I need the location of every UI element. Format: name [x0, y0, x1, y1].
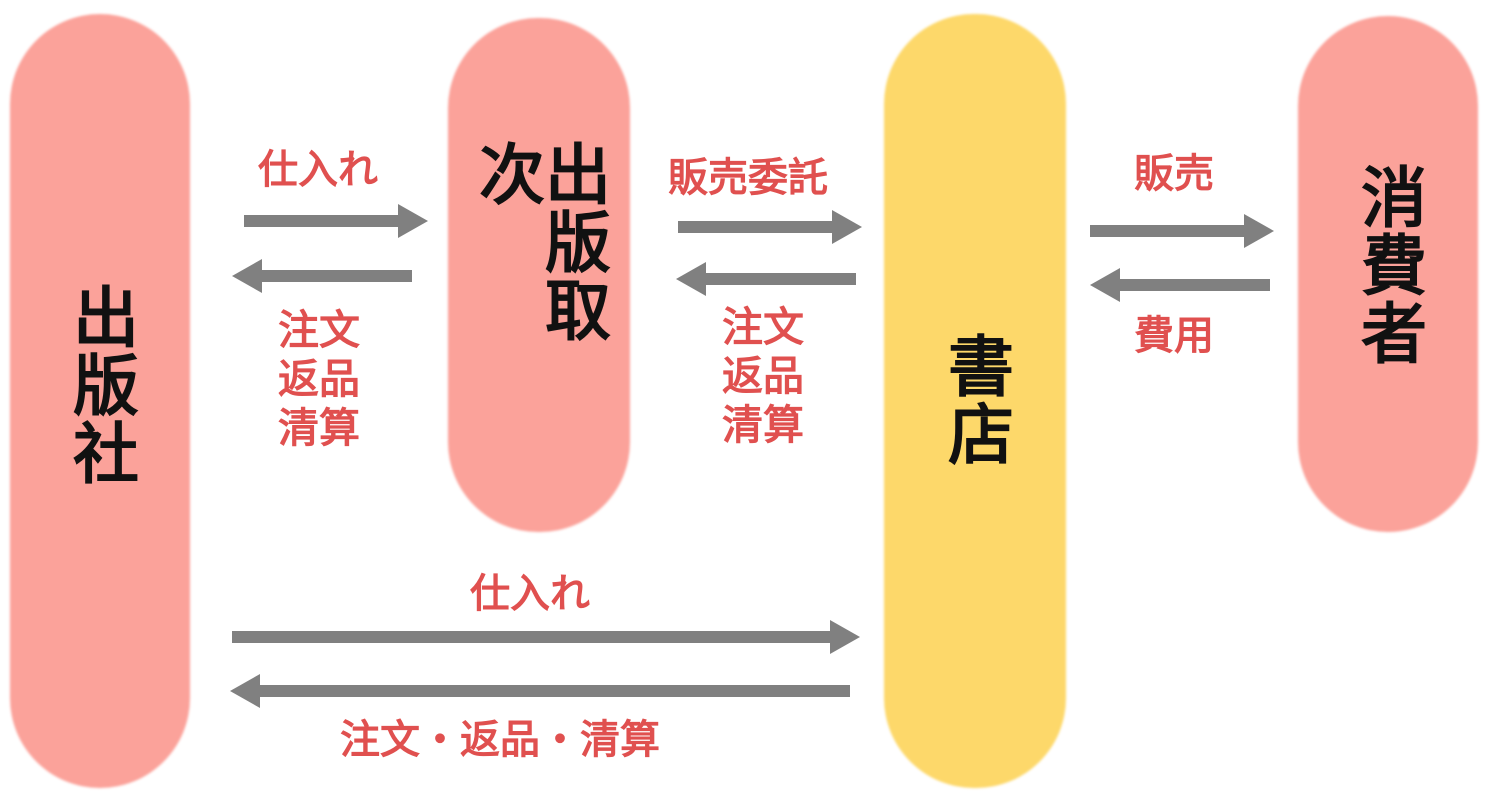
store-consumer-bottom-label: 費用	[1134, 313, 1214, 359]
pub-dist-order: 注文	[278, 306, 360, 354]
arrow-left-icon	[1090, 268, 1270, 302]
dist-store-order: 注文	[722, 303, 804, 351]
distributor-pill	[448, 18, 630, 532]
publisher-text: 出版社	[62, 283, 139, 487]
arrow-left-icon	[232, 259, 412, 293]
bookstore-text: 書店	[937, 332, 1014, 468]
pub-dist-bottom-label: 注文 返品 清算	[278, 306, 360, 454]
pub-store-top-label: 仕入れ	[470, 571, 590, 617]
consumer-label: 消費者	[1298, 160, 1478, 370]
bookstore-pill	[884, 14, 1066, 788]
arrow-right-icon	[244, 204, 428, 238]
publisher-label: 出版社	[10, 280, 190, 490]
dist-store-bottom-label: 注文 返品 清算	[722, 303, 804, 451]
arrow-right-icon	[1090, 214, 1274, 248]
consumer-pill	[1298, 16, 1478, 532]
pub-dist-return: 返品	[278, 355, 360, 404]
dist-store-return: 返品	[722, 352, 804, 401]
arrow-left-icon	[230, 674, 850, 708]
pub-dist-top-label: 仕入れ	[258, 147, 378, 193]
store-consumer-top-label: 販売	[1134, 151, 1214, 197]
arrow-right-icon	[232, 620, 860, 654]
dist-store-top-label: 販売委託	[668, 155, 828, 201]
publisher-pill	[10, 14, 190, 788]
consumer-text: 消費者	[1350, 163, 1427, 367]
distributor-text: 出版取次	[468, 140, 611, 344]
arrow-left-icon	[676, 262, 856, 296]
bookstore-label: 書店	[884, 330, 1066, 470]
distributor-label: 出版取次	[448, 140, 630, 410]
pub-store-bottom-label: 注文・返品・清算	[340, 717, 660, 763]
arrow-right-icon	[678, 210, 862, 244]
pub-dist-settle: 清算	[278, 404, 360, 453]
dist-store-settle: 清算	[722, 401, 804, 450]
